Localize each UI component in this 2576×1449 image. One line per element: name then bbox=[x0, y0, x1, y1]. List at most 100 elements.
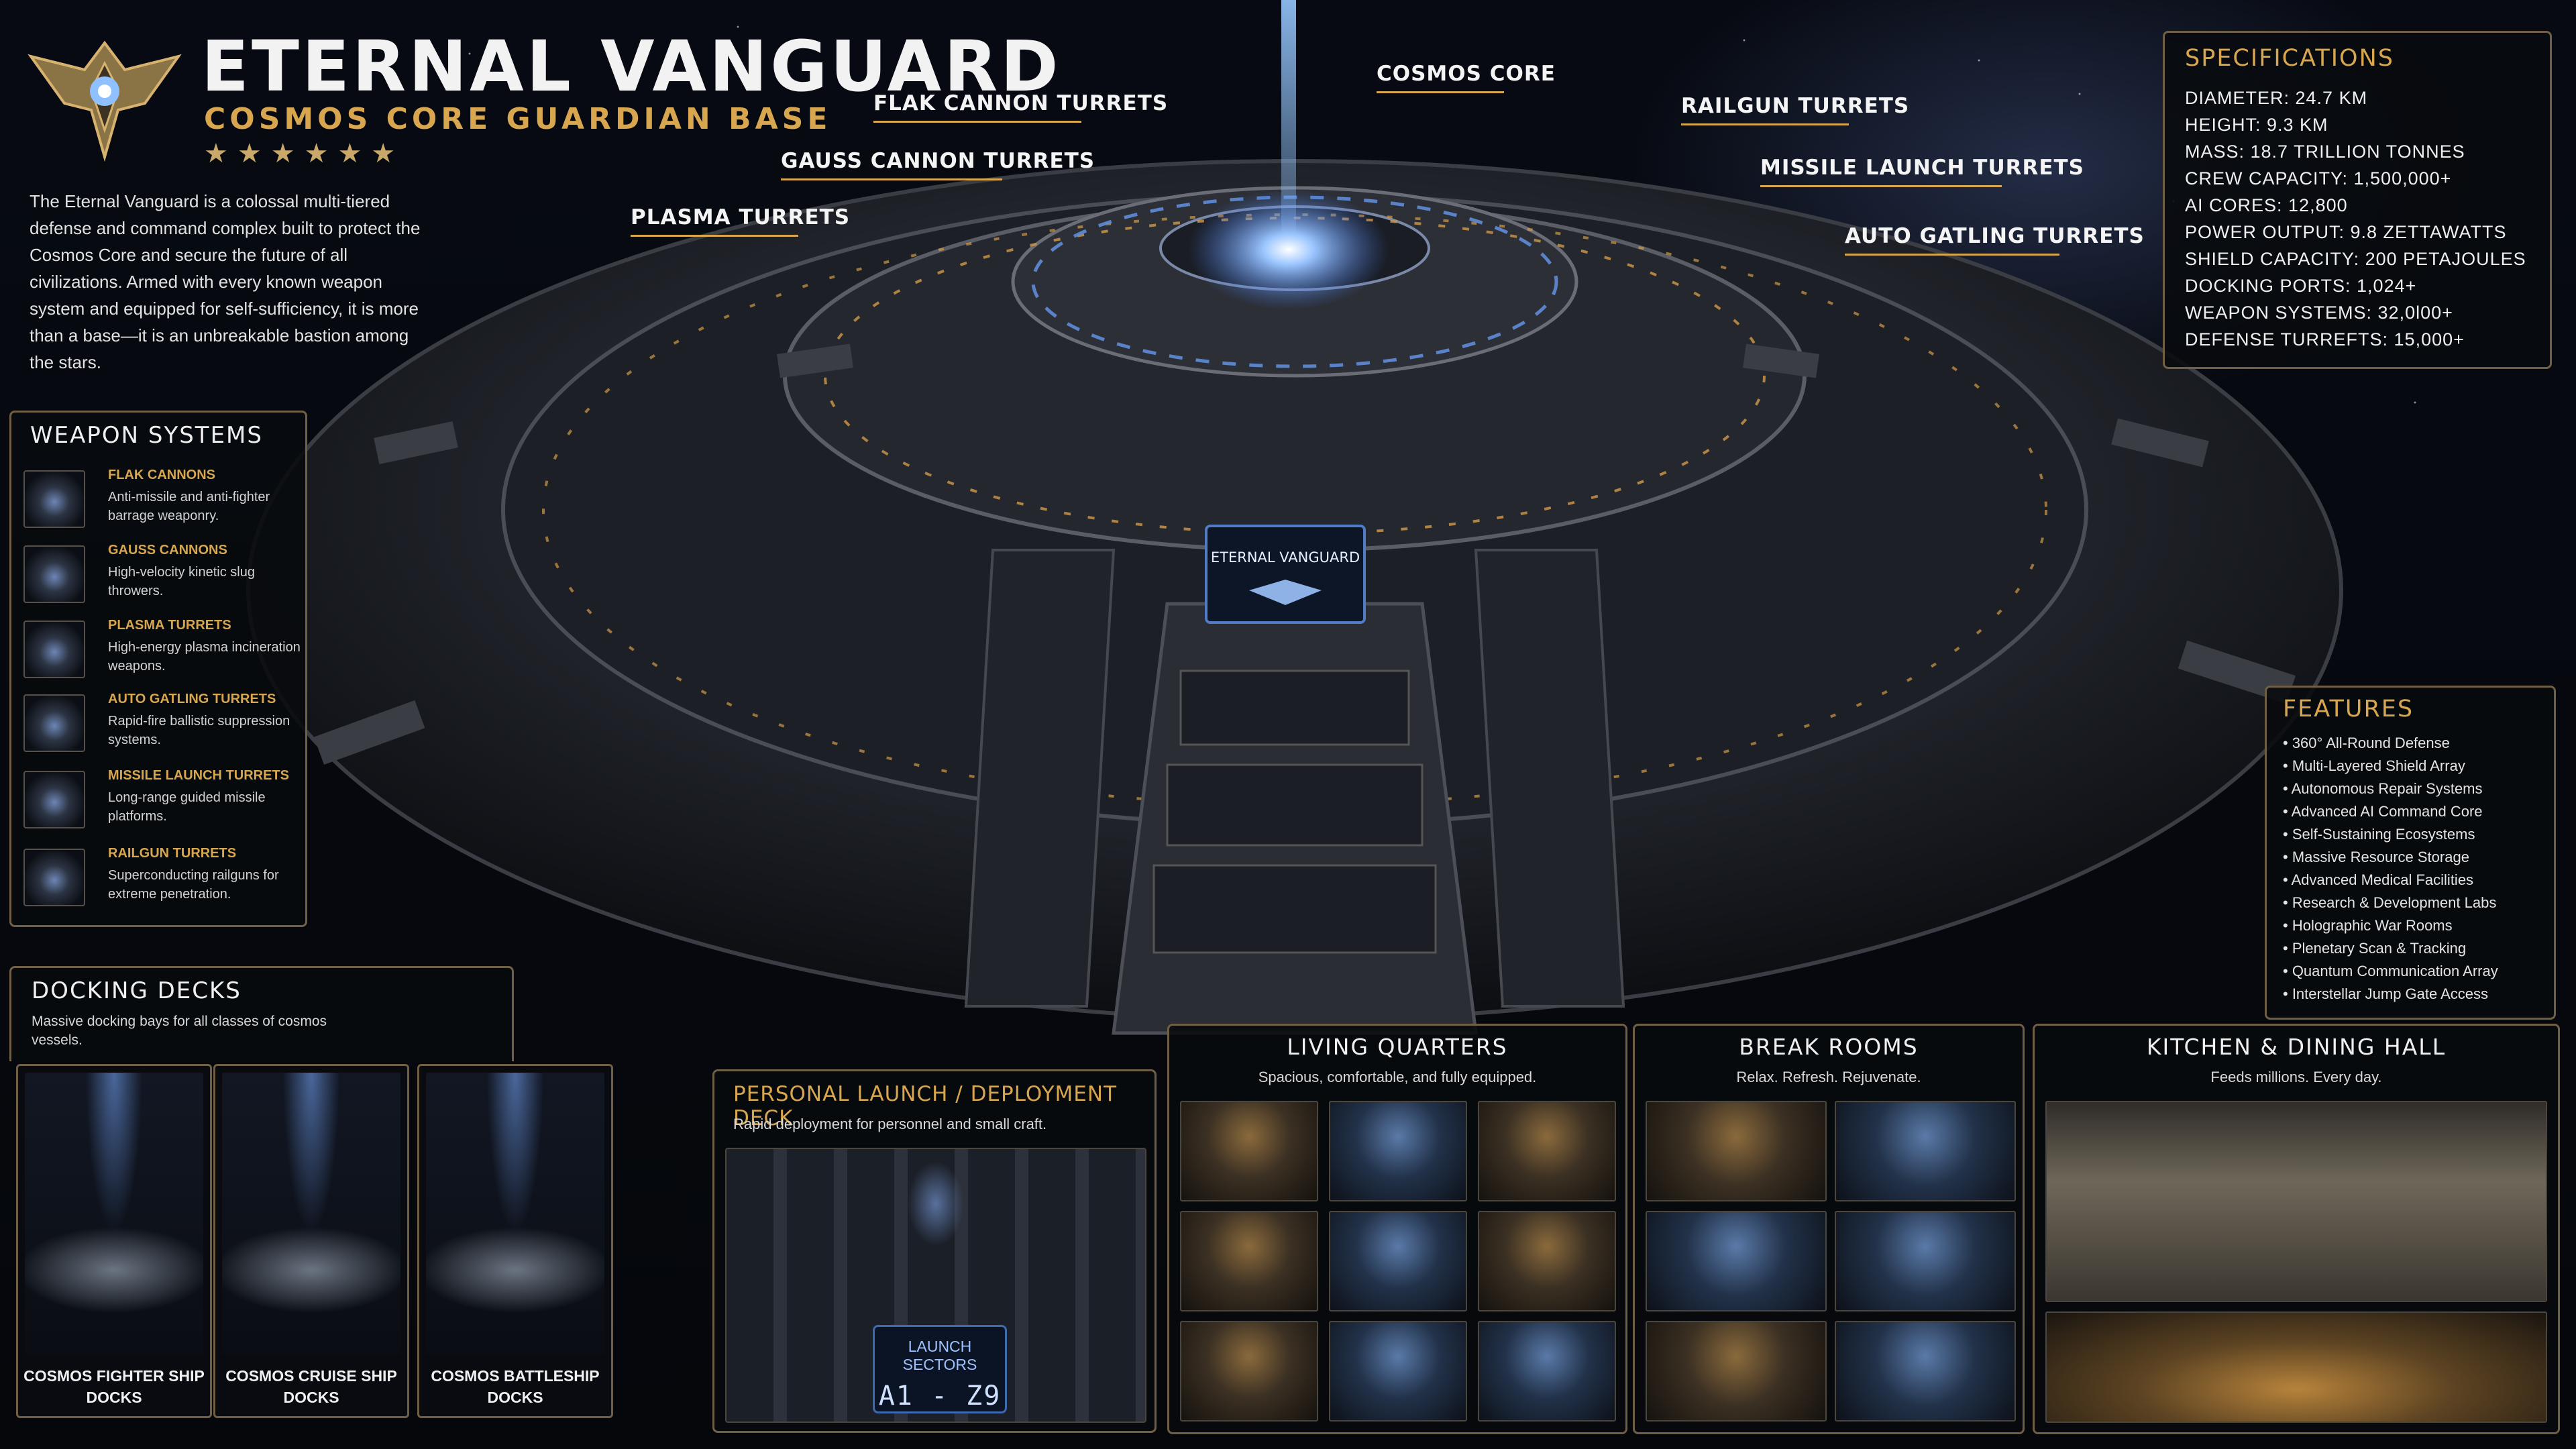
feature-item: • Plenetary Scan & Tracking bbox=[2283, 940, 2467, 957]
weapon-item: RAILGUN TURRETS Superconducting railguns… bbox=[23, 845, 299, 912]
page-subtitle: COSMOS CORE GUARDIAN BASE bbox=[204, 102, 832, 136]
feature-item: • Self-Sustaining Ecosystems bbox=[2283, 826, 2475, 843]
specifications-panel: SPECIFICATIONS DIAMETER: 24.7 KM HEIGHT:… bbox=[2163, 31, 2552, 369]
vanguard-emblem-icon bbox=[28, 40, 182, 162]
weapon-item: FLAK CANNONS Anti-missile and anti-fight… bbox=[23, 466, 299, 533]
dock-label-line: DOCKS bbox=[86, 1389, 142, 1406]
causeway-panel-1 bbox=[1179, 669, 1410, 746]
launch-deck-title: PERSONAL LAUNCH / DEPLOYMENT DECK bbox=[733, 1082, 1118, 1130]
feature-item: • Research & Development Labs bbox=[2283, 894, 2497, 911]
dock-card-cruise: COSMOS CRUISE SHIP DOCKS bbox=[213, 1064, 409, 1418]
cruise-dock-image bbox=[222, 1073, 400, 1354]
room-photo bbox=[1835, 1101, 2016, 1201]
ring-lights-2 bbox=[542, 213, 2047, 806]
dock-label-line: COSMOS FIGHTER SHIP bbox=[23, 1367, 205, 1385]
launch-deck-panel: PERSONAL LAUNCH / DEPLOYMENT DECK Rapid … bbox=[712, 1069, 1157, 1433]
callout-railgun: RAILGUN TURRETS bbox=[1681, 94, 1910, 118]
spec-row: DIAMETER: 24.7 KM bbox=[2185, 88, 2368, 108]
docking-decks-desc: Massive docking bays for all classes of … bbox=[32, 1014, 327, 1048]
weapon-desc: Anti-missile and anti-fighter barrage we… bbox=[108, 490, 270, 523]
dock-label: COSMOS FIGHTER SHIP DOCKS bbox=[18, 1365, 210, 1408]
dock-label-line: DOCKS bbox=[487, 1389, 543, 1406]
room-photo bbox=[1329, 1321, 1467, 1421]
weapon-desc: High-energy plasma incineration weapons. bbox=[108, 640, 301, 674]
dock-card-battleship: COSMOS BATTLESHIP DOCKS bbox=[417, 1064, 613, 1418]
gauss-cannon-icon bbox=[23, 545, 85, 603]
living-quarters-panel: LIVING QUARTERS Spacious, comfortable, a… bbox=[1167, 1024, 1627, 1434]
kitchen-dining-desc: Feeds millions. Every day. bbox=[2210, 1069, 2382, 1085]
feature-item: • 360° All-Round Defense bbox=[2283, 735, 2450, 751]
launch-sign-title: LAUNCH SECTORS bbox=[902, 1338, 977, 1373]
break-rooms-desc: Relax. Refresh. Rejuvenate. bbox=[1736, 1069, 1921, 1085]
callout-underline bbox=[1681, 123, 1849, 125]
features-panel: FEATURES • 360° All-Round Defense • Mult… bbox=[2265, 686, 2556, 1020]
room-photo bbox=[1478, 1321, 1616, 1421]
weapon-desc: Rapid-fire ballistic suppression systems… bbox=[108, 714, 290, 747]
weapon-desc: Long-range guided missile platforms. bbox=[108, 790, 266, 824]
flak-cannon-icon bbox=[23, 470, 85, 528]
break-rooms-title: BREAK ROOMS bbox=[1739, 1034, 1919, 1060]
right-tower bbox=[1474, 549, 1625, 1008]
room-photo bbox=[1646, 1101, 1827, 1201]
weapon-name: AUTO GATLING TURRETS bbox=[108, 692, 276, 706]
launch-sign-value: A1 - Z9 bbox=[878, 1381, 1002, 1411]
room-photo bbox=[1329, 1101, 1467, 1201]
weapon-item: MISSILE LAUNCH TURRETS Long-range guided… bbox=[23, 767, 299, 834]
weapon-name: RAILGUN TURRETS bbox=[108, 846, 237, 861]
left-tower bbox=[964, 549, 1116, 1008]
dock-label-line: DOCKS bbox=[283, 1389, 339, 1406]
spec-row: AI CORES: 12,800 bbox=[2185, 195, 2348, 215]
feature-item: • Holographic War Rooms bbox=[2283, 917, 2453, 934]
kitchen-photo bbox=[2045, 1311, 2547, 1423]
break-rooms-panel: BREAK ROOMS Relax. Refresh. Rejuvenate. bbox=[1633, 1024, 2025, 1434]
weapon-item: AUTO GATLING TURRETS Rapid-fire ballisti… bbox=[23, 690, 299, 757]
causeway-panel-3 bbox=[1152, 864, 1437, 954]
weapon-desc: High-velocity kinetic slug throwers. bbox=[108, 565, 255, 598]
callout-plasma: PLASMA TURRETS bbox=[631, 205, 851, 229]
room-photo bbox=[1835, 1321, 2016, 1421]
features-title: FEATURES bbox=[2283, 696, 2414, 722]
gatling-turret-icon bbox=[23, 694, 85, 752]
spec-row: CREW CAPACITY: 1,500,000+ bbox=[2185, 168, 2452, 189]
kitchen-dining-title: KITCHEN & DINING HALL bbox=[2146, 1034, 2447, 1060]
spec-row: SHIELD CAPACITY: 200 PETAJOULES bbox=[2185, 249, 2526, 269]
room-photo bbox=[1180, 1321, 1318, 1421]
core-glow bbox=[1188, 189, 1389, 310]
callout-gatling: AUTO GATLING TURRETS bbox=[1845, 224, 2145, 248]
station-sign-plate bbox=[1205, 525, 1366, 624]
dock-card-fighter: COSMOS FIGHTER SHIP DOCKS bbox=[16, 1064, 212, 1418]
room-photo bbox=[1478, 1211, 1616, 1311]
weapon-name: FLAK CANNONS bbox=[108, 468, 215, 482]
callout-missile: MISSILE LAUNCH TURRETS bbox=[1760, 156, 2085, 180]
room-photo bbox=[1478, 1101, 1616, 1201]
callout-underline bbox=[873, 121, 1081, 123]
weapon-name: MISSILE LAUNCH TURRETS bbox=[108, 768, 289, 783]
callout-underline bbox=[1760, 185, 2002, 187]
weapon-systems-panel: WEAPON SYSTEMS FLAK CANNONS Anti-missile… bbox=[9, 411, 307, 927]
turret bbox=[777, 343, 853, 378]
feature-item: • Advanced AI Command Core bbox=[2283, 803, 2483, 820]
feature-item: • Massive Resource Storage bbox=[2283, 849, 2469, 865]
spec-row: WEAPON SYSTEMS: 32,0l00+ bbox=[2185, 303, 2453, 323]
rating-stars: ★★★★★★ bbox=[204, 139, 405, 168]
spec-row: DOCKING PORTS: 1,024+ bbox=[2185, 276, 2417, 296]
launch-deck-desc: Rapid deployment for personnel and small… bbox=[733, 1116, 1047, 1132]
turret bbox=[374, 421, 458, 465]
missile-turret-icon bbox=[23, 771, 85, 828]
room-photo bbox=[1835, 1211, 2016, 1311]
dock-label: COSMOS BATTLESHIP DOCKS bbox=[419, 1365, 611, 1408]
weapon-systems-title: WEAPON SYSTEMS bbox=[30, 422, 263, 449]
callout-cosmos-core: COSMOS CORE bbox=[1377, 62, 1556, 86]
intro-text: The Eternal Vanguard is a colossal multi… bbox=[30, 191, 421, 372]
spec-row: DEFENSE TURREFTS: 15,000+ bbox=[2185, 329, 2465, 350]
station-sign-wings bbox=[1249, 580, 1322, 605]
turret bbox=[2111, 418, 2209, 468]
living-quarters-desc: Spacious, comfortable, and fully equippe… bbox=[1258, 1069, 1537, 1085]
turret bbox=[1743, 343, 1819, 378]
room-photo bbox=[1329, 1211, 1467, 1311]
feature-item: • Autonomous Repair Systems bbox=[2283, 780, 2483, 797]
callout-gauss: GAUSS CANNON TURRETS bbox=[781, 149, 1095, 173]
feature-item: • Quantum Communication Array bbox=[2283, 963, 2498, 979]
callout-underline bbox=[781, 178, 1002, 180]
